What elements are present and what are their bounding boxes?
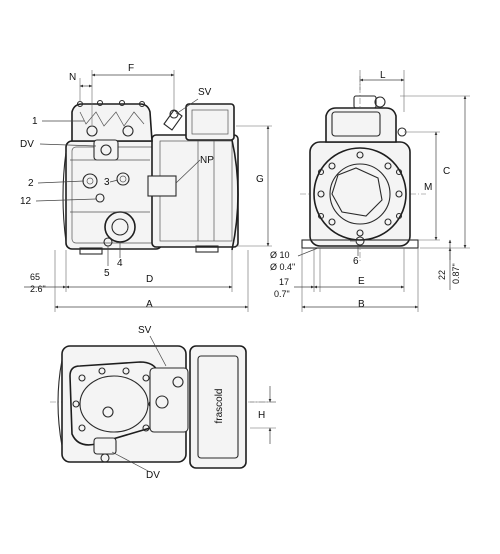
label-2.6in: 2.6" [30,284,46,294]
label-N: N [69,72,76,83]
front-view-annotations: L C M 6 Ø 10 Ø 0.4" 17 0.7" E B 22 0.87" [270,70,470,312]
label-5: 5 [104,268,110,279]
label-0.7in: 0.7" [274,289,290,299]
flange-bolts [317,151,403,237]
front-view [300,76,426,262]
label-0.87in: 0.87" [451,263,461,284]
label-H: H [258,410,265,421]
side-view-annotations: N F SV 1 DV NP 2 3 12 5 4 G D A 65 2.6" [20,63,272,312]
label-M: M [424,182,432,193]
label-G: G [256,174,264,185]
label-NP: NP [200,155,214,166]
label-3: 3 [104,177,110,188]
label-SV: SV [198,87,212,98]
label-6: 6 [353,256,359,267]
label-C: C [443,166,450,177]
label-DV-bottom: DV [146,470,160,481]
label-2: 2 [28,178,34,189]
label-12: 12 [20,196,32,207]
label-DV: DV [20,139,34,150]
label-F: F [128,63,134,74]
side-view [62,99,239,255]
label-22mm: 22 [437,270,447,280]
label-dia04: Ø 0.4" [270,262,295,272]
label-SV-bottom: SV [138,325,152,336]
label-L: L [380,70,386,81]
label-17mm: 17 [279,277,289,287]
label-A: A [146,299,153,310]
top-view-annotations: SV DV H [111,325,276,481]
label-65mm: 65 [30,272,40,282]
label-dia10: Ø 10 [270,250,290,260]
label-D: D [146,274,153,285]
brand-logo: frascold [214,388,225,423]
label-1: 1 [32,116,38,127]
label-E: E [358,276,365,287]
top-view: frascold [50,345,276,469]
label-4: 4 [117,258,123,269]
label-B: B [358,299,365,310]
